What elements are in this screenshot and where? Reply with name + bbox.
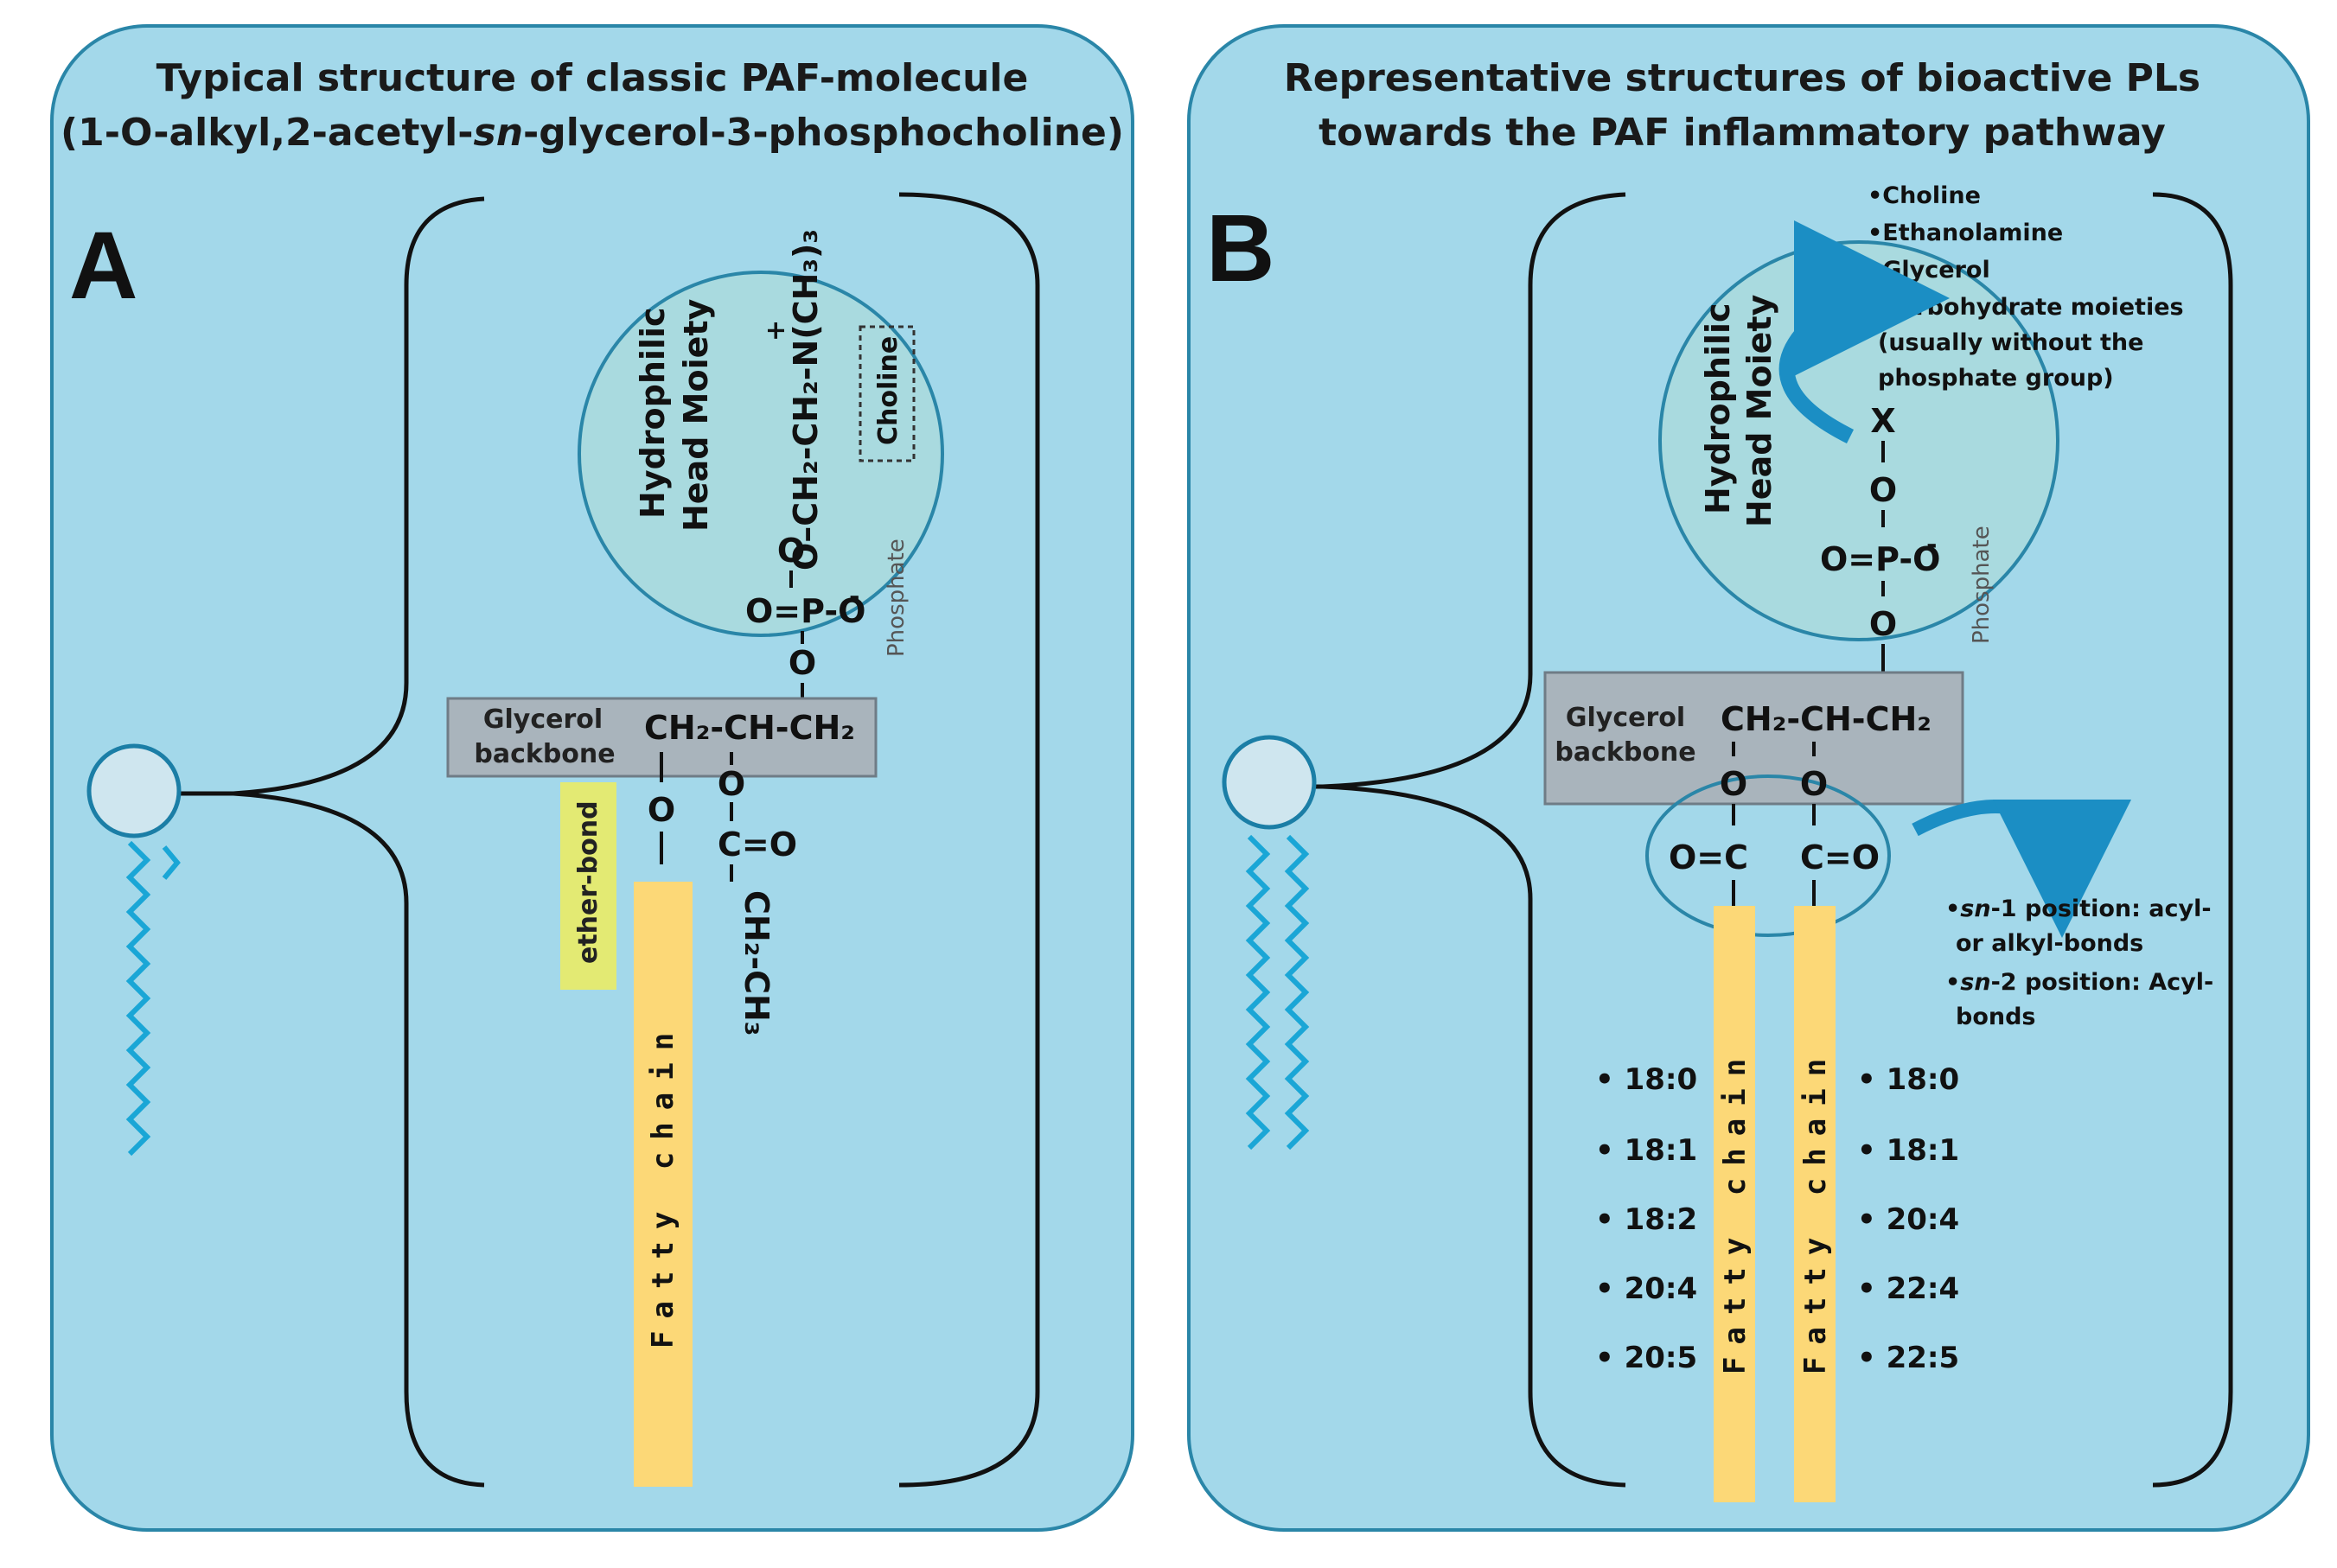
panel-b-sn1-chain-list: • 18:0 • 18:1 • 18:2 • 20:4 • 20:5 [1595, 1062, 1697, 1375]
panel-b-fatty-label-left: Fatty chain [1718, 1047, 1753, 1374]
head-group-item: •Glycerol [1868, 257, 1990, 284]
sn2-chain-item: • 18:1 [1857, 1133, 1959, 1168]
sn2-chain-item: • 20:4 [1857, 1202, 1959, 1237]
panel-b-phosphate-p: O=P-O [1820, 540, 1940, 578]
panel-a: Typical structure of classic PAF-molecul… [50, 24, 1134, 1532]
panel-b-sn2-chain-list: • 18:0 • 18:1 • 20:4 • 22:4 • 22:5 [1857, 1062, 1959, 1375]
sn1-chain-item: • 18:1 [1595, 1133, 1697, 1168]
panel-b-glycerol-chain: CH₂-CH-CH₂ [1721, 700, 1932, 738]
head-group-note: phosphate group) [1878, 365, 2114, 392]
panel-a-choline-label: Choline [873, 336, 904, 445]
panel-a-phosphate-p: O=P-O [745, 592, 865, 630]
panel-b-tail-1 [1245, 834, 1271, 1151]
panel-a-tail-2 [162, 845, 181, 880]
panel-b-o-lower: O [1869, 605, 1897, 643]
panel-a-ether-o: O [648, 791, 675, 829]
panel-a-ether-box [560, 782, 616, 990]
panel-b-ester-ellipse [1645, 774, 1891, 937]
panel-a-title-line2: (1-O-alkyl,2-acetyl-sn-glycerol-3-phosph… [61, 111, 1124, 155]
panel-b-phosphate-charge: - [1926, 530, 1937, 560]
panel-b: Representative structures of bioactive P… [1187, 24, 2310, 1532]
sn1-chain-item: • 18:0 [1595, 1062, 1697, 1097]
panel-a-title-line1: Typical structure of classic PAF-molecul… [156, 56, 1029, 100]
panel-a-glycerol-label-1: Glycerol [483, 704, 603, 735]
panel-b-o-left: O [1720, 765, 1747, 803]
panel-b-sn2-note: •sn-2 position: Acyl- [1945, 969, 2213, 996]
panel-b-head-label-1: Hydrophilic [1699, 303, 1737, 514]
sn1-chain-item: • 20:5 [1595, 1341, 1697, 1375]
panel-a-fatty-bar [634, 882, 693, 1487]
panel-b-sn1-note-2: or alkyl-bonds [1956, 930, 2143, 957]
panel-b-lipid-icon [1222, 735, 1323, 1151]
panel-a-background [50, 24, 1134, 1532]
sn2-chain-item: • 22:5 [1857, 1341, 1959, 1375]
panel-a-fatty-label: Fatty chain [646, 1021, 680, 1348]
panel-a-choline-chain: O–CH₂-CH₂-N(CH₃)₃ [787, 229, 825, 570]
panel-a-n-charge: + [761, 320, 791, 341]
panel-b-glycerol-label-1: Glycerol [1566, 703, 1685, 733]
panel-b-x: X [1870, 402, 1895, 440]
panel-a-ester-o: O [718, 765, 745, 803]
panel-b-right-bracket [2152, 192, 2233, 1488]
panel-a-head-label-1: Hydrophilic [634, 308, 672, 519]
panel-a-glycerol-chain: CH₂-CH-CH₂ [644, 709, 855, 747]
panel-a-letter: A [69, 213, 137, 319]
panel-b-curved-arrow-up [1778, 220, 1950, 444]
panel-a-tail-1 [125, 840, 151, 1157]
panel-a-carbonyl: C=O [718, 825, 797, 864]
panel-b-phosphate-label: Phosphate [1969, 526, 1995, 644]
sn2-chain-item: • 18:0 [1857, 1062, 1959, 1097]
panel-b-title-line2: towards the PAF inflammatory pathway [1319, 111, 2166, 155]
panel-b-title-line1: Representative structures of bioactive P… [1284, 56, 2200, 100]
head-group-item: •Ethanolamine [1868, 220, 2063, 246]
panel-a-head-circle [578, 271, 944, 637]
panel-b-fatty-bar-right [1794, 906, 1836, 1502]
panel-a-lipid-icon [86, 743, 233, 1157]
panel-b-sn2-note-2: bonds [1956, 1004, 2036, 1030]
sn1-chain-item: • 20:4 [1595, 1272, 1697, 1306]
panel-a-choline-box [859, 325, 916, 462]
panel-a-phosphate-o-top: O [777, 532, 805, 570]
panel-b-o-right: O [1800, 765, 1828, 803]
sn2-chain-item: • 22:4 [1857, 1272, 1959, 1306]
head-group-item: •Carbohydrate moieties [1868, 294, 2184, 321]
panel-a-acetyl: CH₂-CH₃ [737, 890, 776, 1036]
panel-a-right-bracket [898, 192, 1040, 1488]
panel-b-o-upper: O [1869, 471, 1897, 509]
panel-b-carbonyl-right: C=O [1800, 838, 1880, 876]
panel-b-carbonyl-left: O=C [1669, 838, 1748, 876]
panel-b-glycerol-label-2: backbone [1555, 737, 1695, 768]
panel-a-ether-label: ether-bond [573, 800, 603, 964]
head-group-note: (usually without the [1878, 329, 2143, 356]
panel-b-head-label-2: Head Moiety [1740, 294, 1778, 527]
head-group-item: •Choline [1868, 182, 1981, 209]
panel-b-letter: B [1206, 195, 1274, 302]
panel-a-phosphate-o-bottom: O [789, 644, 816, 682]
panel-b-curved-arrow-down [1912, 799, 2131, 938]
panel-b-sn1-note: •sn-1 position: acyl- [1945, 896, 2212, 922]
panel-b-tail-2 [1284, 834, 1310, 1151]
panel-b-fatty-bar-left [1714, 906, 1755, 1502]
panel-a-glycerol-label-2: backbone [474, 739, 615, 769]
panel-b-glycerol-box [1543, 671, 1964, 806]
panel-a-phosphate-charge: - [849, 582, 859, 612]
panel-b-fatty-label-right: Fatty chain [1798, 1047, 1833, 1374]
sn1-chain-item: • 18:2 [1595, 1202, 1697, 1237]
panel-a-phosphate-label: Phosphate [884, 539, 910, 657]
panel-a-head-label-2: Head Moiety [677, 298, 715, 532]
